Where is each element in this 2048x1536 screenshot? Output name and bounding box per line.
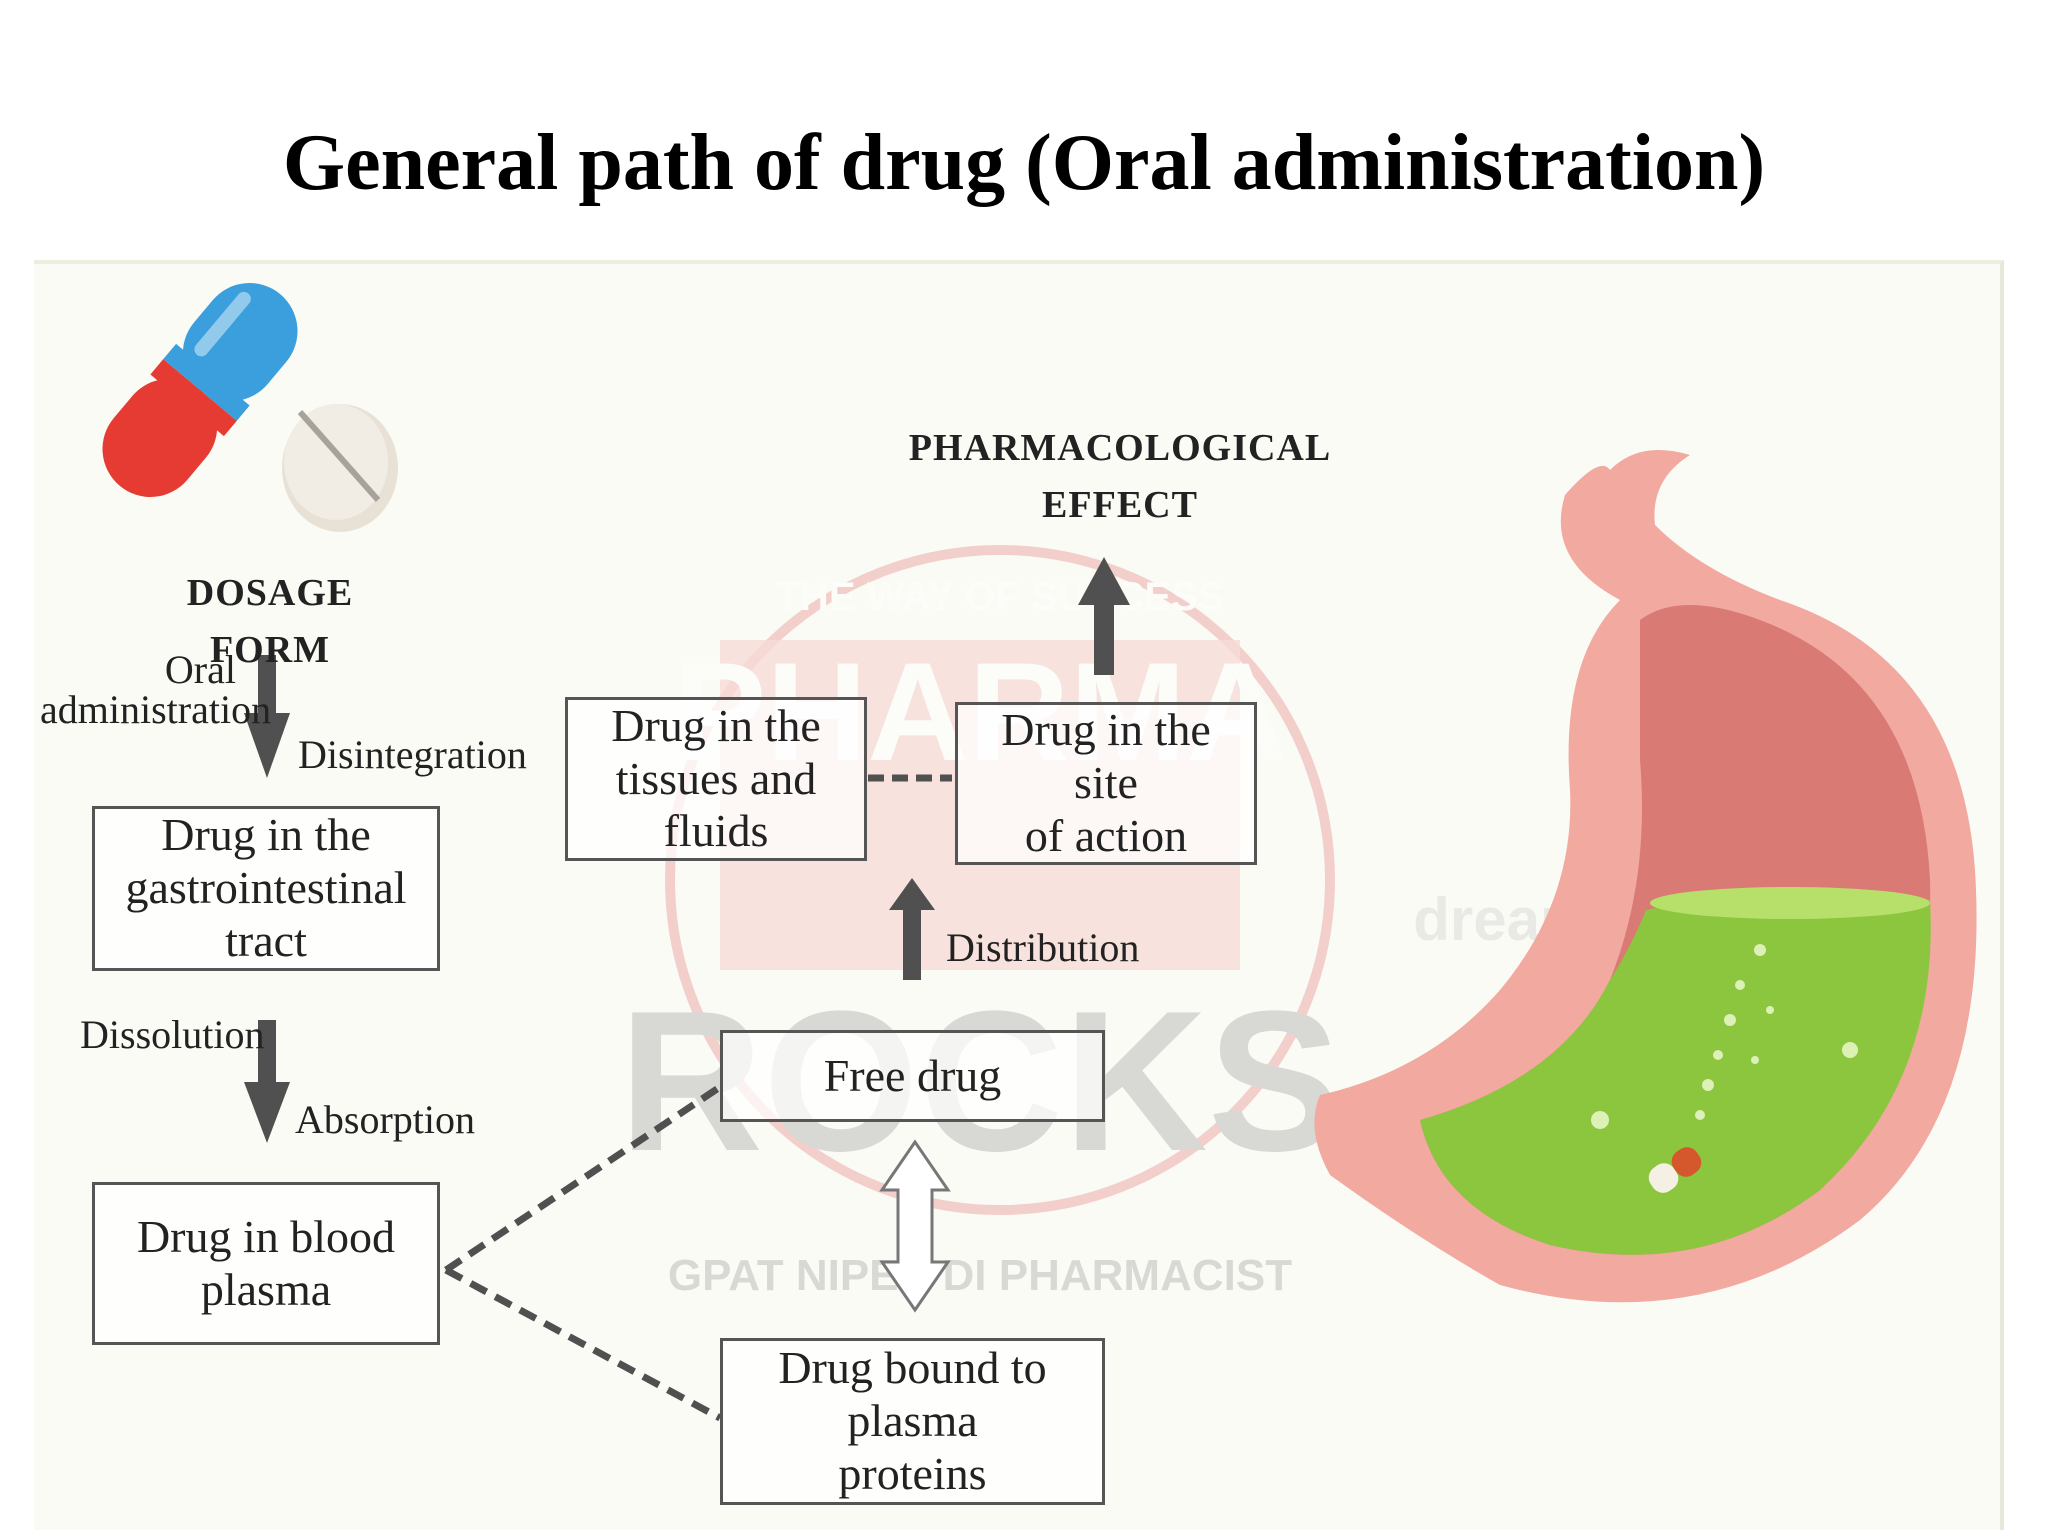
edge-label-dissolution: Dissolution — [80, 1012, 265, 1057]
node-bound-drug: Drug bound to plasma proteins — [720, 1338, 1105, 1505]
edge-label-distribution: Distribution — [946, 925, 1140, 970]
node-free-drug: Free drug — [720, 1030, 1105, 1122]
label-pharmacological-effect: PHARMACOLOGICAL EFFECT — [908, 427, 1332, 526]
node-site-of-action: Drug in the site of action — [955, 702, 1257, 865]
slide-title: General path of drug (Oral administratio… — [282, 119, 1766, 207]
node-gi-tract: Drug in the gastrointestinal tract — [92, 806, 440, 971]
label-dosage-form: DOSAGE FORM — [186, 572, 354, 671]
edge-label-disintegration: Disintegration — [298, 732, 527, 777]
edge-label-absorption: Absorption — [295, 1097, 475, 1142]
node-tissues: Drug in the tissues and fluids — [565, 697, 867, 861]
node-blood-plasma: Drug in blood plasma — [92, 1182, 440, 1345]
edge-label-oral-administration: Oral administration — [40, 647, 272, 732]
